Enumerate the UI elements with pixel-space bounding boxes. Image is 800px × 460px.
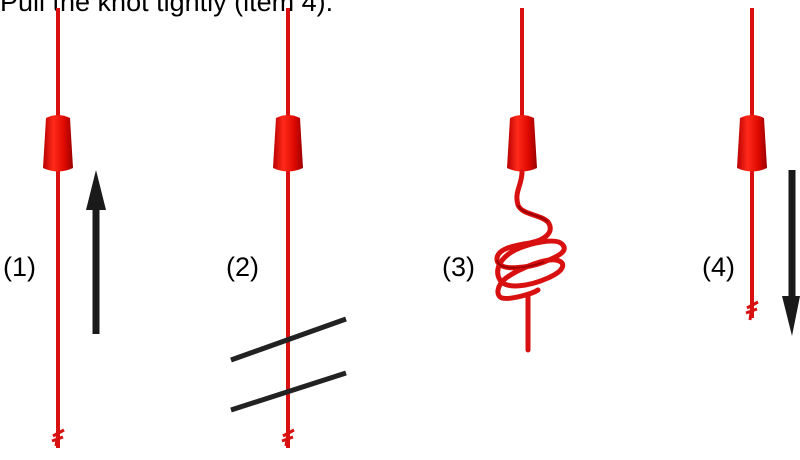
break-line-top (230, 316, 347, 363)
cord-stopper (273, 115, 303, 172)
cord-stopper (507, 115, 537, 172)
step-1-label: (1) (3, 252, 36, 282)
arrow-down-icon (782, 170, 800, 336)
step-3-label: (3) (442, 252, 475, 282)
step-4-label: (4) (702, 252, 735, 282)
cord-stopper (737, 115, 767, 172)
step-2-label: (2) (226, 252, 259, 282)
instruction-caption: Pull the knot tightly (item 4). (0, 0, 334, 17)
step-1-illustration (43, 8, 106, 448)
cord-stopper (43, 115, 73, 172)
step-2-illustration (230, 8, 347, 448)
break-line-bottom (230, 370, 347, 413)
step-4-illustration (737, 8, 800, 336)
arrow-up-icon (86, 170, 106, 334)
tightened-knot (745, 300, 759, 321)
step-3-illustration (494, 8, 567, 353)
wrapped-knot (494, 169, 567, 353)
cord-end-knot (51, 428, 65, 447)
cord-end-knot (281, 428, 295, 447)
